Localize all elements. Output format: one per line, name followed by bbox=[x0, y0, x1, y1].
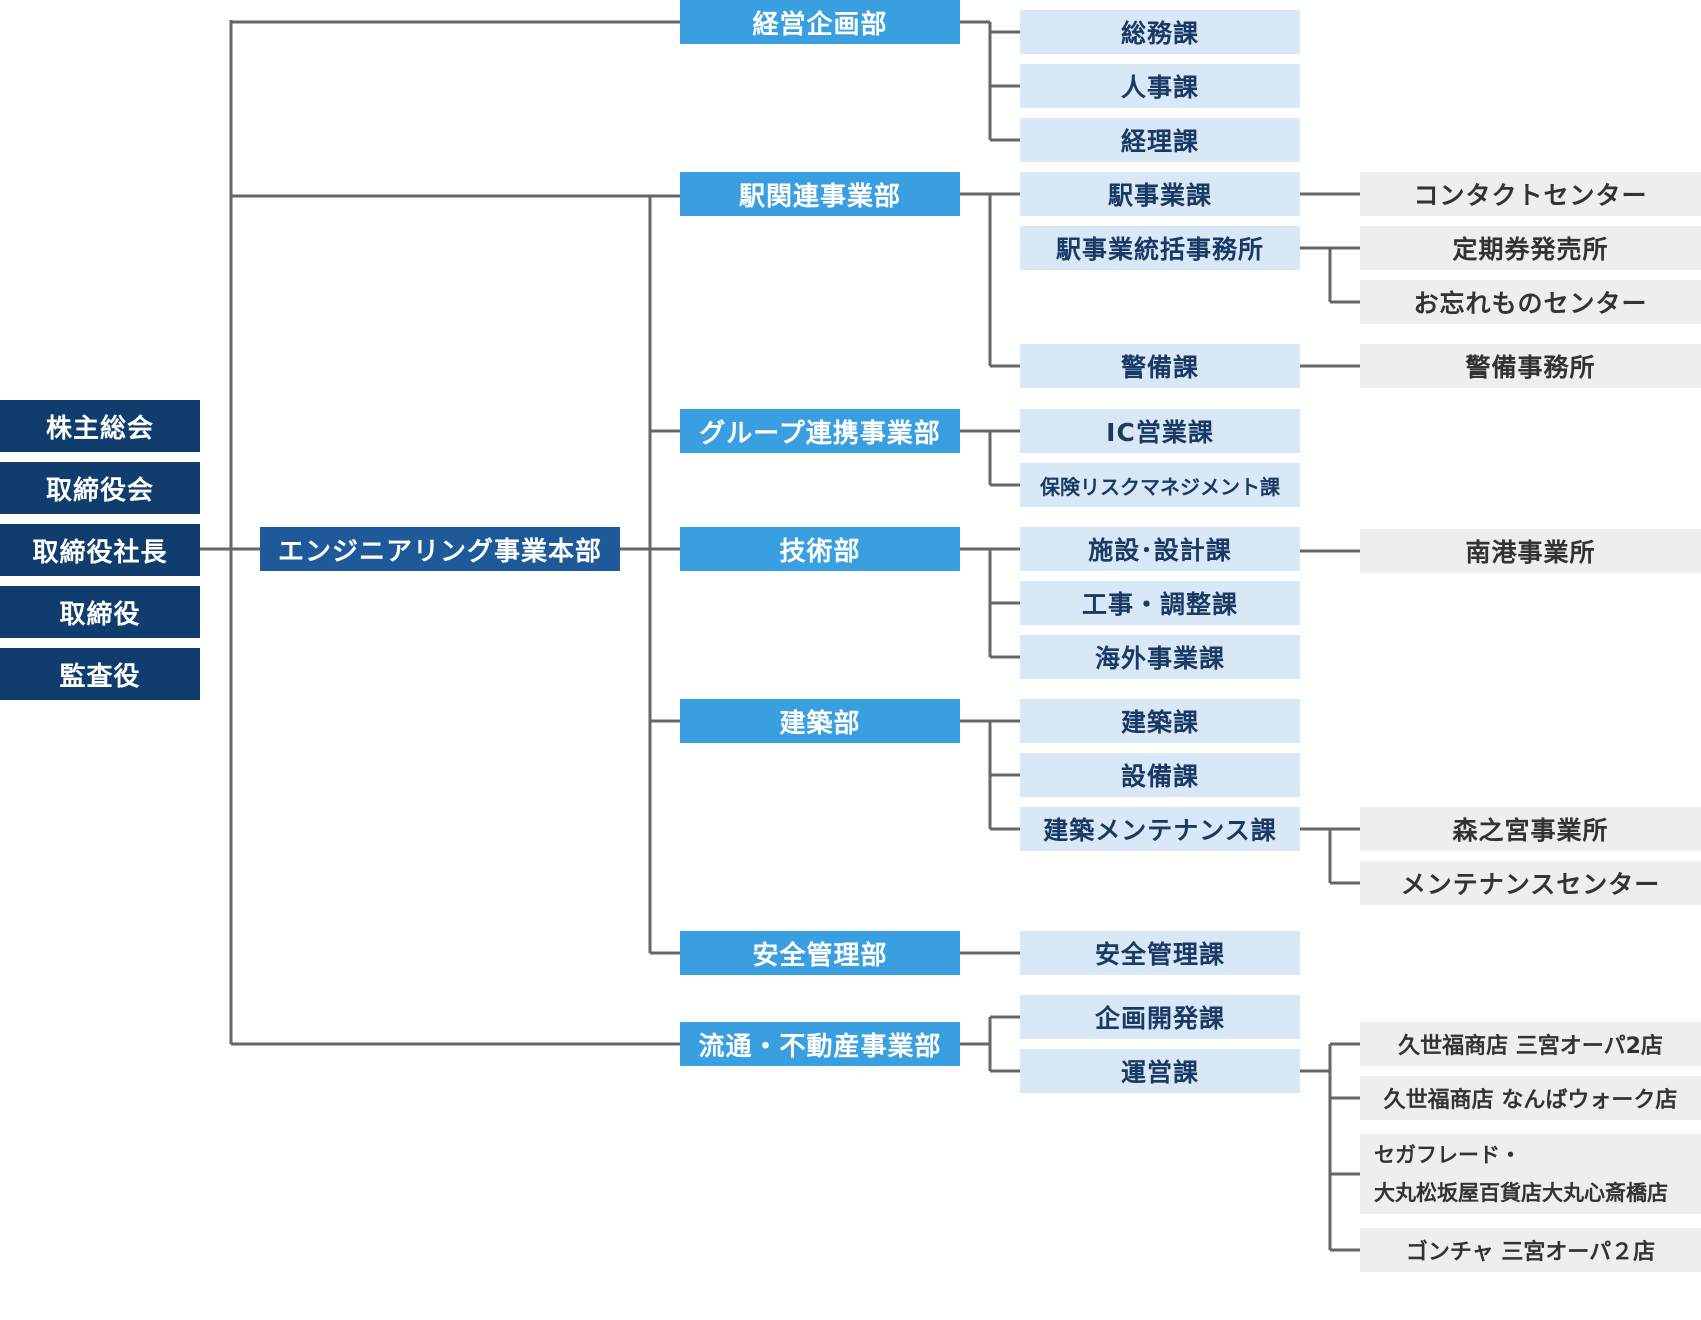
section-station-business: 駅事業課 bbox=[1020, 172, 1300, 216]
section-human-resources: 人事課 bbox=[1020, 64, 1300, 108]
exec-board-of-directors: 取締役会 bbox=[0, 462, 200, 514]
unit-gongcha-store: ゴンチャ 三宮オーパ２店 bbox=[1360, 1228, 1701, 1272]
dept-corporate-planning: 経営企画部 bbox=[680, 0, 960, 44]
section-insurance-risk-management: 保険リスクマネジメント課 bbox=[1020, 463, 1300, 507]
unit-maintenance-center: メンテナンスセンター bbox=[1360, 861, 1701, 905]
dept-engineering: 技術部 bbox=[680, 527, 960, 571]
section-building-maintenance: 建築メンテナンス課 bbox=[1020, 807, 1300, 851]
exec-auditors: 監査役 bbox=[0, 648, 200, 700]
section-equipment: 設備課 bbox=[1020, 753, 1300, 797]
section-accounting: 経理課 bbox=[1020, 118, 1300, 162]
dept-safety-management: 安全管理部 bbox=[680, 931, 960, 975]
exec-president: 取締役社長 bbox=[0, 524, 200, 576]
dept-architecture: 建築部 bbox=[680, 699, 960, 743]
section-overseas-business: 海外事業課 bbox=[1020, 635, 1300, 679]
section-ic-sales: IC営業課 bbox=[1020, 409, 1300, 453]
unit-commuter-pass-office: 定期券発売所 bbox=[1360, 226, 1701, 270]
unit-nanko-office: 南港事業所 bbox=[1360, 529, 1701, 573]
unit-kuze-sannomiya-store: 久世福商店 三宮オーパ2店 bbox=[1360, 1022, 1701, 1066]
unit-lost-and-found-center: お忘れものセンター bbox=[1360, 280, 1701, 324]
section-security: 警備課 bbox=[1020, 344, 1300, 388]
section-construction-coordination: 工事・調整課 bbox=[1020, 581, 1300, 625]
exec-shareholders-meeting: 株主総会 bbox=[0, 400, 200, 452]
exec-directors: 取締役 bbox=[0, 586, 200, 638]
engineering-headquarters: エンジニアリング事業本部 bbox=[260, 527, 620, 571]
section-planning-development: 企画開発課 bbox=[1020, 995, 1300, 1039]
unit-segafredo-line1: セガフレード・ bbox=[1374, 1143, 1521, 1167]
section-general-affairs: 総務課 bbox=[1020, 10, 1300, 54]
unit-kuze-namba-store: 久世福商店 なんばウォーク店 bbox=[1360, 1076, 1701, 1120]
section-safety-management: 安全管理課 bbox=[1020, 931, 1300, 975]
unit-contact-center: コンタクトセンター bbox=[1360, 172, 1701, 216]
section-facilities-design: 施設･設計課 bbox=[1020, 527, 1300, 571]
dept-group-collaboration: グループ連携事業部 bbox=[680, 409, 960, 453]
dept-station-business: 駅関連事業部 bbox=[680, 172, 960, 216]
unit-security-office: 警備事務所 bbox=[1360, 344, 1701, 388]
unit-segafredo-store: セガフレード・ 大丸松坂屋百貨店大丸心斎橋店 bbox=[1360, 1134, 1701, 1214]
section-operations: 運営課 bbox=[1020, 1049, 1300, 1093]
dept-retail-real-estate: 流通・不動産事業部 bbox=[680, 1022, 960, 1066]
unit-segafredo-line2: 大丸松坂屋百貨店大丸心斎橋店 bbox=[1374, 1181, 1668, 1205]
section-architecture: 建築課 bbox=[1020, 699, 1300, 743]
unit-morinomiya-office: 森之宮事業所 bbox=[1360, 807, 1701, 851]
section-station-general-office: 駅事業統括事務所 bbox=[1020, 226, 1300, 270]
